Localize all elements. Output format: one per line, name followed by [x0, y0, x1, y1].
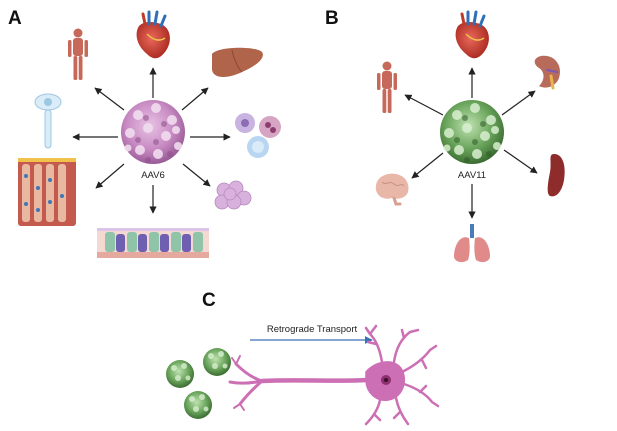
panel-a: A AAV6 [8, 8, 281, 258]
heart-icon [136, 10, 170, 59]
arrow-to-muscle [94, 87, 125, 111]
skeletal-muscle-icon [68, 28, 88, 80]
liver-icon [212, 47, 263, 77]
aav6-capsid-icon [121, 100, 185, 164]
lung-icon [454, 224, 490, 263]
kidney-icon [534, 55, 561, 90]
aav6-arrows [72, 67, 231, 214]
bone-marrow-icon [18, 158, 76, 226]
cochlea-tissue-icon [214, 180, 252, 210]
inner-ear-hair-cell-icon [34, 93, 62, 149]
arrow-to-muscle-b [404, 94, 444, 116]
aav11-label: AAV11 [458, 170, 486, 181]
spleen-icon [547, 154, 565, 197]
aav11-particle-icon [166, 360, 194, 388]
aav11-capsid-icon [440, 100, 504, 164]
panel-a-letter: A [8, 8, 22, 29]
blood-cells-icon [235, 113, 281, 158]
skeletal-muscle-icon [377, 61, 397, 113]
aav11-particle-icon [184, 391, 212, 419]
aav11-particle-icon [203, 348, 231, 376]
arrow-to-bone-marrow [95, 163, 125, 189]
retrograde-transport-label: Retrograde Transport [267, 324, 358, 335]
arrow-to-kidney [501, 90, 536, 116]
aav11-arrows [404, 67, 538, 219]
neuron-nucleolus-icon [384, 378, 388, 382]
panel-c: C Retrograde Transport [166, 290, 440, 426]
aav6-label: AAV6 [141, 170, 165, 181]
arrow-to-spleen [503, 149, 538, 174]
arrow-to-brain [411, 152, 444, 179]
arrow-to-liver [181, 87, 209, 111]
airway-epithelium-icon [97, 228, 209, 258]
brain-icon [375, 173, 409, 206]
panel-b: B AAV11 [325, 8, 565, 263]
neuron-icon [228, 324, 440, 426]
panel-c-letter: C [202, 290, 216, 311]
heart-icon [455, 10, 489, 59]
aav11-particles [166, 348, 231, 419]
arrow-to-cluster [182, 163, 211, 187]
panel-b-letter: B [325, 8, 339, 29]
